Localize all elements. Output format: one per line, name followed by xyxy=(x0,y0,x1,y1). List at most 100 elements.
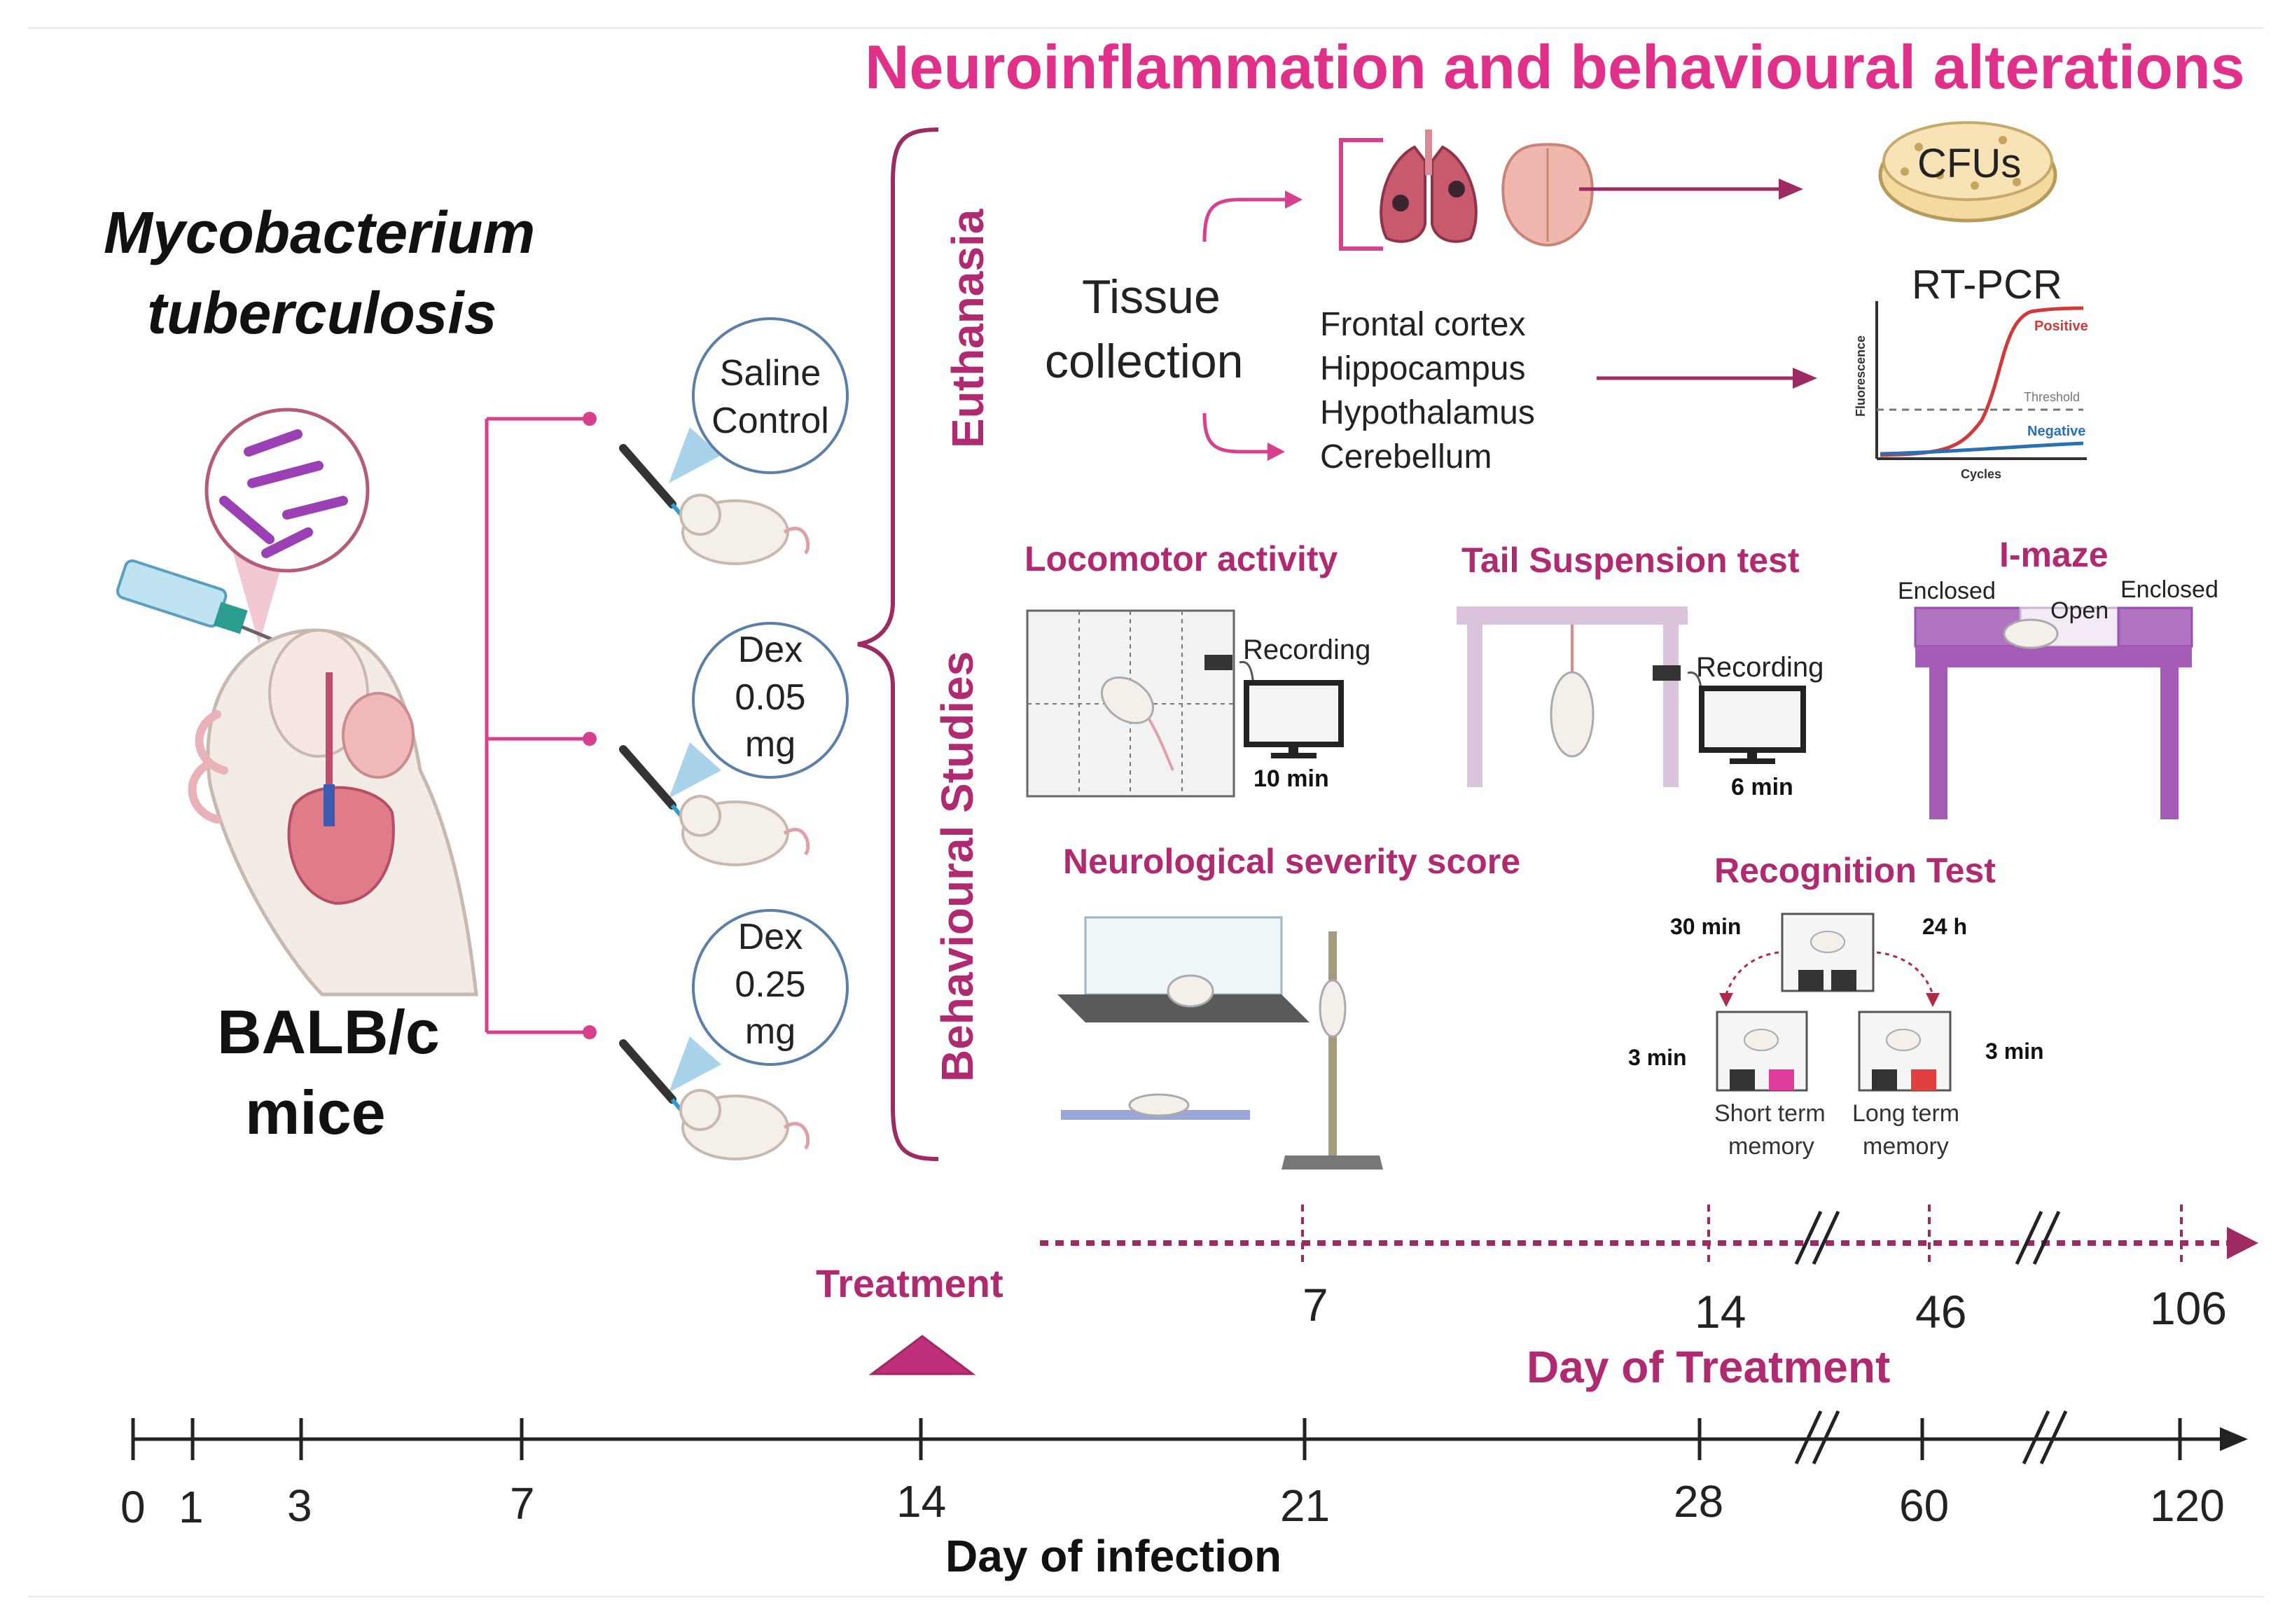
group-label-line: 0.25 xyxy=(735,964,806,1005)
group-dex-high-icon xyxy=(619,909,849,1160)
tail-suspension-icon xyxy=(1457,606,1688,787)
treatment-axis-title: Day of Treatment xyxy=(1527,1342,1891,1392)
imaze-open: Open xyxy=(2050,597,2109,624)
organism-line2: tuberculosis xyxy=(147,280,497,346)
region-hippocampus: Hippocampus xyxy=(1320,350,1526,387)
rtpcr-ylabel: Fluorescence xyxy=(1854,335,1868,417)
region-hypothalamus: Hypothalamus xyxy=(1320,394,1535,431)
long-term-line2: memory xyxy=(1863,1133,1949,1160)
branch-dot xyxy=(583,732,597,746)
group-saline-label: Saline Control xyxy=(700,350,840,445)
rtpcr-positive-label: Positive xyxy=(2034,319,2088,334)
group-label-line: 0.05 xyxy=(735,676,806,718)
group-brace xyxy=(857,127,939,1161)
tail-title: Tail Suspension test xyxy=(1461,541,1800,580)
petri-dish-icon xyxy=(1878,121,2057,223)
group-saline-icon xyxy=(619,317,849,565)
cfu-label: CFUs xyxy=(1917,141,2022,186)
recognition-30min: 30 min xyxy=(1670,914,1742,939)
bacteria-bubble-icon xyxy=(204,408,370,644)
syringe-icon xyxy=(116,559,302,653)
group-label-line: Saline xyxy=(719,353,821,394)
region-frontal-cortex: Frontal cortex xyxy=(1320,306,1526,343)
infection-tick-0: 0 xyxy=(120,1482,146,1532)
treatment-tick-7: 7 xyxy=(1303,1279,1328,1331)
branch-dot xyxy=(583,1025,597,1039)
infection-tick-120: 120 xyxy=(2150,1480,2225,1531)
rtpcr-xlabel: Cycles xyxy=(1961,467,2002,481)
group-label-line: Control xyxy=(711,400,829,441)
group-dex-low-icon xyxy=(619,622,849,866)
long-term-line1: Long term xyxy=(1852,1100,1960,1127)
group-label-line: mg xyxy=(744,1011,796,1053)
nss-title: Neurological severity score xyxy=(1063,842,1521,881)
figure-title: Neuroinflammation and behavioural altera… xyxy=(865,32,2245,102)
recognition-test-icon xyxy=(1716,912,1952,1092)
recognition-title: Recognition Test xyxy=(1714,851,1996,890)
locomotor-duration: 10 min xyxy=(1253,765,1329,792)
treatment-axis xyxy=(1040,1205,2258,1265)
infection-axis-title: Day of infection xyxy=(945,1531,1282,1581)
group-branch-lines xyxy=(485,417,588,1034)
infection-axis xyxy=(131,1410,2248,1465)
recognition-3min-a: 3 min xyxy=(1628,1045,1687,1070)
locomotor-title: Locomotor activity xyxy=(1025,539,1338,578)
infected-mouse-icon xyxy=(188,628,478,997)
branch-dot xyxy=(583,412,597,426)
group-label-line: mg xyxy=(744,724,796,765)
tail-duration: 6 min xyxy=(1731,774,1793,800)
organ-bracket xyxy=(1339,138,1383,251)
locomotor-arena-icon xyxy=(1026,609,1235,798)
recognition-24h: 24 h xyxy=(1922,914,1968,939)
group-dex-high-label: Dex 0.25 mg xyxy=(700,914,840,1056)
nss-box-icon xyxy=(1057,916,1310,1022)
rtpcr-label: RT-PCR xyxy=(1912,262,2062,307)
infection-tick-7: 7 xyxy=(510,1478,535,1529)
infection-tick-28: 28 xyxy=(1674,1476,1724,1527)
nss-beam-icon xyxy=(1061,1093,1250,1120)
treatment-marker-icon xyxy=(868,1335,976,1375)
short-term-line2: memory xyxy=(1728,1133,1814,1160)
imaze-table-icon xyxy=(1914,606,2193,819)
rtpcr-negative-label: Negative xyxy=(2027,424,2086,439)
infection-tick-3: 3 xyxy=(287,1480,312,1531)
euthanasia-label: Euthanasia xyxy=(943,209,993,448)
arrow-to-organs xyxy=(1202,197,1285,242)
camera-monitor-icon xyxy=(1653,665,1806,764)
infection-tick-14: 14 xyxy=(896,1476,947,1527)
organism-line1: Mycobacterium xyxy=(104,200,536,265)
recognition-3min-b: 3 min xyxy=(1985,1039,2044,1064)
brain-icon xyxy=(1501,143,1594,247)
arrowhead xyxy=(1285,190,1303,209)
arrow-to-regions xyxy=(1202,412,1267,454)
arrowhead xyxy=(1267,443,1285,461)
group-label-line: Dex xyxy=(737,630,803,670)
behavioural-studies-label: Behavioural Studies xyxy=(932,651,982,1082)
treatment-tick-14: 14 xyxy=(1695,1286,1746,1338)
mice-line2: mice xyxy=(245,1078,386,1147)
imaze-enclosed-left: Enclosed xyxy=(1898,578,1996,604)
group-label-line: Dex xyxy=(737,917,803,957)
rtpcr-threshold-label: Threshold xyxy=(2024,390,2081,404)
tissue-line1: Tissue xyxy=(1082,270,1221,324)
locomotor-recording: Recording xyxy=(1243,634,1371,665)
tail-recording: Recording xyxy=(1696,652,1824,683)
arrowhead xyxy=(1779,179,1803,200)
treatment-tick-46: 46 xyxy=(1915,1286,1967,1338)
rtpcr-plot-icon xyxy=(1875,301,2087,460)
lungs-icon xyxy=(1380,130,1478,243)
treatment-label: Treatment xyxy=(816,1261,1003,1305)
camera-monitor-icon xyxy=(1204,655,1344,758)
tissue-line2: collection xyxy=(1045,335,1244,388)
group-dex-low-label: Dex 0.05 mg xyxy=(700,627,840,769)
infection-tick-60: 60 xyxy=(1899,1480,1950,1531)
mice-line1: BALB/c xyxy=(217,997,440,1067)
treatment-tick-106: 106 xyxy=(2150,1282,2228,1334)
imaze-title: I-maze xyxy=(1999,535,2109,574)
short-term-line1: Short term xyxy=(1714,1100,1826,1127)
imaze-enclosed-right: Enclosed xyxy=(2120,576,2218,603)
region-cerebellum: Cerebellum xyxy=(1320,438,1492,476)
arrowhead xyxy=(1793,368,1817,389)
infection-tick-1: 1 xyxy=(179,1482,204,1532)
